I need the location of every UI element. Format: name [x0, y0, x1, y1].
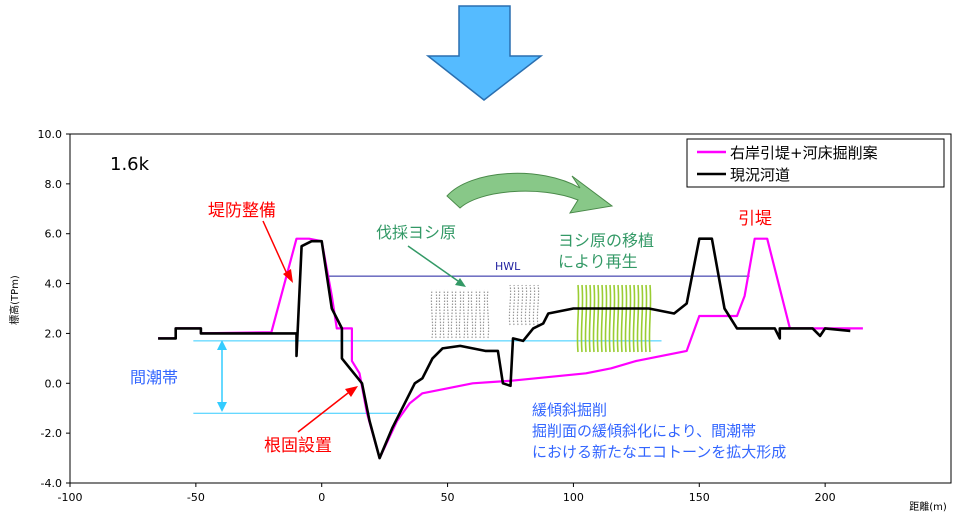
transplanted-reed-cluster: [576, 284, 652, 353]
reed-stem: [648, 284, 652, 353]
reed-stem: [580, 284, 584, 353]
reed-stem: [508, 284, 512, 326]
y-tick-label: 4.0: [45, 278, 63, 291]
reed-stem: [482, 289, 486, 339]
y-tick-label: 2.0: [45, 327, 63, 340]
reed-stem: [596, 284, 600, 353]
y-tick-label: -4.0: [41, 477, 62, 490]
annotation-intertidal: 間潮帯: [130, 368, 178, 387]
reed-stem: [450, 289, 454, 339]
reed-stem: [446, 289, 450, 339]
reed-stem: [604, 284, 608, 353]
reed-stem: [520, 284, 524, 326]
section-label: 1.6k: [110, 154, 150, 175]
reed-stem: [592, 284, 596, 353]
reed-stem: [612, 284, 616, 353]
reed-stem: [628, 284, 632, 353]
series-group: [158, 237, 863, 460]
y-tick-label: 0.0: [45, 377, 63, 390]
reed-stem: [470, 289, 474, 339]
reed-stem: [644, 284, 648, 353]
x-tick-label: 150: [689, 491, 710, 504]
reed-stem: [438, 289, 442, 339]
reed-stem: [478, 289, 482, 339]
reed-stem: [624, 284, 628, 353]
x-tick-label: 0: [318, 491, 325, 504]
annotation-embankment: 堤防整備: [208, 201, 276, 221]
annotation-setback: 引堤: [738, 209, 772, 229]
reed-cut-arrow-head: [455, 278, 466, 287]
reed-stem: [434, 289, 438, 339]
intertidal-arrow-head-top: [217, 340, 227, 350]
reed-stem: [458, 289, 462, 339]
reed-stem: [462, 289, 466, 339]
reed-stem: [516, 284, 520, 326]
annotation-reed-transplant-2: により再生: [558, 252, 638, 271]
annotation-slope-2: 掘削面の緩傾斜化により、間潮帯: [532, 422, 756, 440]
y-tick-label: 8.0: [45, 178, 63, 191]
series-line-0: [158, 237, 863, 460]
reed-stem: [636, 284, 640, 353]
reed-stem: [486, 289, 490, 339]
reed-stem: [474, 289, 478, 339]
cut-reed-cluster-2: [508, 284, 540, 326]
legend-label-1: 現況河道: [730, 166, 790, 184]
reed-stem: [620, 284, 624, 353]
annotation-slope-3: における新たなエコトーンを拡大形成: [532, 443, 786, 461]
x-tick-label: 100: [563, 491, 584, 504]
reed-stem: [532, 284, 536, 326]
reed-stem: [588, 284, 592, 353]
x-tick-label: 50: [441, 491, 455, 504]
y-tick-label: -2.0: [41, 427, 62, 440]
series-line-1: [158, 237, 851, 460]
hwl-label: HWL: [495, 260, 521, 273]
y-axis-title: 標高(TPm): [8, 275, 21, 325]
reed-stem: [524, 284, 528, 326]
reed-stem: [616, 284, 620, 353]
reed-stem: [466, 289, 470, 339]
reed-stem: [584, 284, 588, 353]
reed-decorations: [430, 284, 652, 353]
annotation-base-protection: 根固設置: [264, 436, 332, 456]
annotation-slope-1: 緩傾斜掘削: [532, 401, 607, 419]
reed-cut-arrow: [407, 245, 459, 282]
embankment-arrow: [262, 220, 288, 275]
reed-stem: [600, 284, 604, 353]
y-tick-label: 6.0: [45, 228, 63, 241]
annotation-reed-cut: 伐採ヨシ原: [376, 223, 456, 242]
x-tick-label: -100: [58, 491, 83, 504]
curved-arrow-icon: [446, 172, 614, 214]
embankment-arrow-head: [283, 269, 293, 283]
reed-stem: [632, 284, 636, 353]
reference-lines: [193, 275, 750, 414]
intertidal-arrow-head-bottom: [217, 402, 227, 412]
reed-stem: [454, 289, 458, 339]
annotation-reed-transplant-1: ヨシ原の移植: [558, 231, 654, 250]
legend: 右岸引堤+河床掘削案 現況河道: [686, 138, 945, 188]
cut-reed-cluster-1: [430, 289, 490, 339]
reed-stem: [608, 284, 612, 353]
reed-stem: [640, 284, 644, 353]
reed-stem: [536, 284, 540, 326]
axes: -100 -50 0 50 100 150 200 -4.0 -2.0 0.0 2.0 4.0 6.0 8…: [38, 128, 836, 504]
x-axis-title: 距離(m): [909, 500, 947, 513]
reed-stem: [442, 289, 446, 339]
legend-box: [686, 138, 945, 188]
base-protection-arrow: [297, 392, 349, 433]
legend-label-0: 右岸引堤+河床掘削案: [730, 144, 878, 162]
reed-stem: [528, 284, 532, 326]
reed-stem: [430, 289, 434, 339]
base-protection-arrow-head: [345, 386, 358, 397]
reed-stem: [576, 284, 580, 353]
reed-stem: [512, 284, 516, 326]
x-tick-label: -50: [187, 491, 205, 504]
x-tick-label: 200: [815, 491, 836, 504]
down-arrow-icon: [425, 5, 544, 101]
y-tick-label: 10.0: [38, 128, 63, 141]
